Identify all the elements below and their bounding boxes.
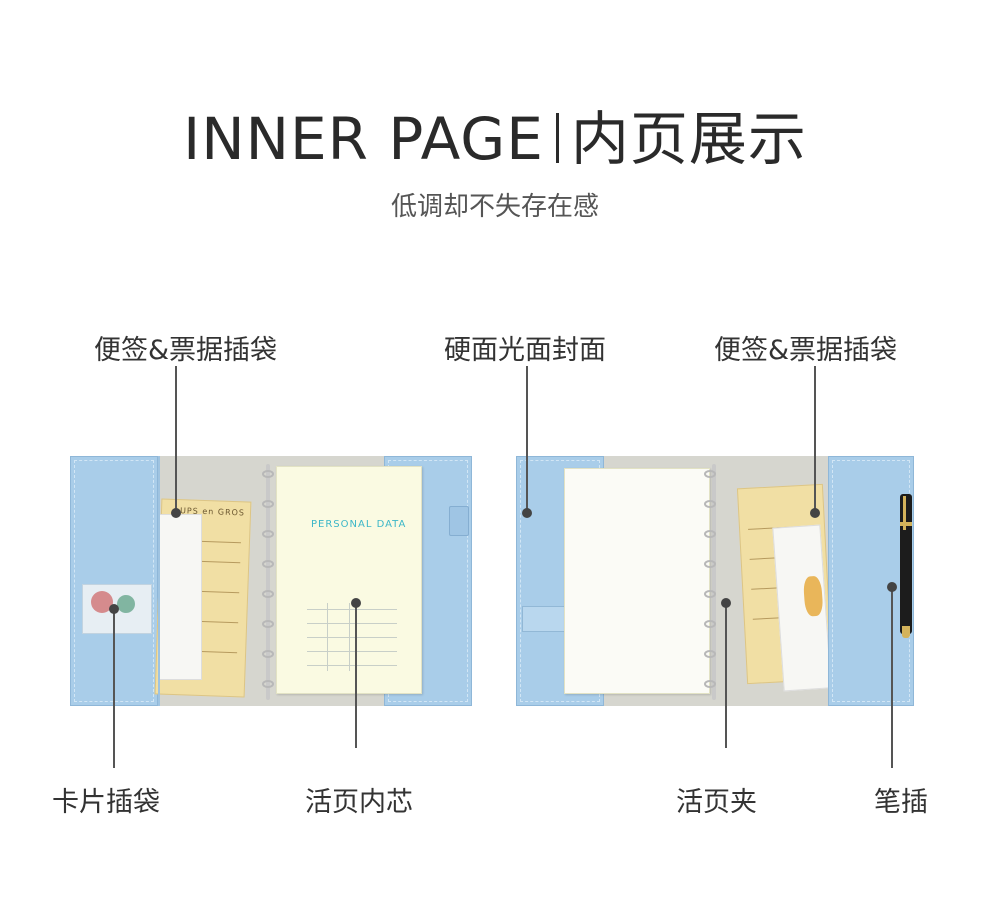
pointer-line-pen-holder [891, 588, 893, 768]
page-title: INNER PAGE 内页展示 [0, 92, 990, 176]
pointer-dot-note-pocket-left [171, 508, 181, 518]
page-header: INNER PAGE 内页展示 [0, 92, 990, 176]
binder-ring-bar [712, 464, 716, 700]
pointer-line-card-slot [113, 610, 115, 768]
label-pen-holder: 笔插 [874, 787, 928, 818]
closure-tab [449, 506, 469, 536]
pointer-dot-binder-clip [721, 598, 731, 608]
label-hard-cover: 硬面光面封面 [444, 335, 606, 366]
pen-clip [903, 496, 906, 530]
pointer-dot-card-slot [109, 604, 119, 614]
personal-data-heading: PERSONAL DATA [311, 519, 407, 530]
spine-edge [158, 456, 160, 706]
form-grid-line [307, 665, 397, 666]
form-grid-vline [327, 603, 328, 671]
page-subtitle: 低调却不失存在感 [390, 192, 599, 222]
binder-ring [262, 650, 274, 658]
label-binder-clip: 活页夹 [676, 787, 757, 818]
label-loose-leaf-core: 活页内芯 [305, 787, 413, 818]
notebook-left-open: UPS en GROS PERSONAL DATA [70, 456, 472, 706]
loose-leaf-paper [564, 468, 710, 694]
label-note-pocket-left: 便签&票据插袋 [94, 335, 278, 366]
title-english: INNER PAGE [183, 105, 544, 173]
binder-ring [704, 620, 716, 628]
binder-ring [262, 530, 274, 538]
binder-ring [704, 470, 716, 478]
title-chinese: 内页展示 [570, 105, 807, 173]
pen-tip [902, 626, 910, 638]
right-cover-panel [828, 456, 914, 706]
binder-ring [704, 650, 716, 658]
form-grid-line [307, 623, 397, 624]
pointer-line-binder-clip [725, 604, 727, 748]
pen [900, 494, 912, 634]
binder-ring [704, 530, 716, 538]
pointer-line-loose-leaf-core [355, 604, 357, 748]
pointer-line-note-pocket-right [814, 366, 816, 512]
pointer-dot-pen-holder [887, 582, 897, 592]
pointer-dot-loose-leaf-core [351, 598, 361, 608]
title-separator [555, 113, 559, 163]
binder-ring-bar [266, 464, 270, 700]
form-grid-line [307, 609, 397, 610]
card-decoration [91, 591, 113, 613]
pineapple-illustration [802, 575, 824, 617]
form-grid-line [307, 637, 397, 638]
binder-ring [704, 560, 716, 568]
label-note-pocket-right: 便签&票据插袋 [714, 335, 898, 366]
note-card [158, 514, 202, 680]
label-card-slot: 卡片插袋 [52, 787, 160, 818]
pointer-dot-hard-cover [522, 508, 532, 518]
binder-ring [704, 500, 716, 508]
pointer-line-hard-cover [526, 366, 528, 512]
binder-ring [704, 590, 716, 598]
form-grid-vline [349, 603, 350, 671]
notebook-right-open [516, 456, 914, 706]
binder-ring [704, 680, 716, 688]
loose-leaf-paper: PERSONAL DATA [276, 466, 422, 694]
pen-gold-ring [900, 522, 912, 526]
binder-ring [262, 680, 274, 688]
pointer-dot-note-pocket-right [810, 508, 820, 518]
binder-ring [262, 590, 274, 598]
pointer-line-note-pocket-left [175, 366, 177, 512]
binder-ring [262, 560, 274, 568]
form-grid-line [307, 651, 397, 652]
binder-ring [262, 500, 274, 508]
binder-ring [262, 620, 274, 628]
cover-stitching [832, 460, 910, 702]
binder-ring [262, 470, 274, 478]
card-decoration [117, 595, 135, 613]
